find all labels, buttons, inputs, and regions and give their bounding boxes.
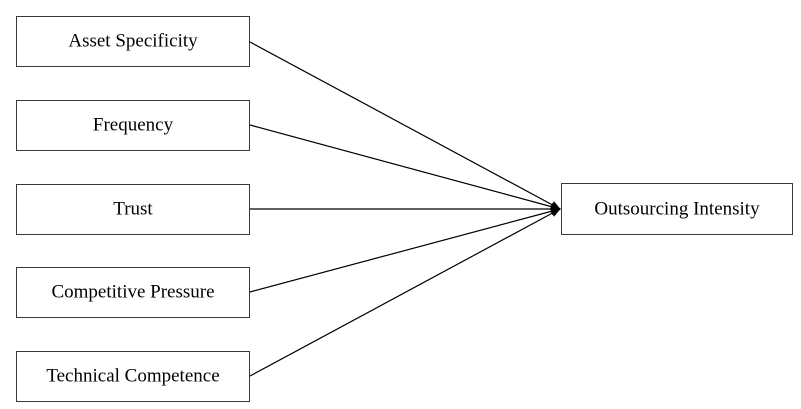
outcome-box-outsourcing-intensity: Outsourcing Intensity bbox=[561, 183, 793, 235]
predictor-label: Frequency bbox=[93, 114, 174, 135]
arrow-asset-specificity bbox=[249, 41, 561, 210]
arrow-technical-competence bbox=[249, 208, 561, 377]
predictor-box-asset-specificity: Asset Specificity bbox=[16, 16, 250, 67]
predictor-label: Competitive Pressure bbox=[51, 281, 214, 302]
predictor-box-technical-competence: Technical Competence bbox=[16, 351, 250, 402]
predictor-box-competitive-pressure: Competitive Pressure bbox=[16, 267, 250, 318]
predictor-box-trust: Trust bbox=[16, 184, 250, 235]
predictor-label: Asset Specificity bbox=[68, 30, 198, 51]
arrow-competitive-pressure bbox=[249, 207, 561, 293]
predictor-box-frequency: Frequency bbox=[16, 100, 250, 151]
arrows bbox=[249, 41, 561, 377]
outcome-label: Outsourcing Intensity bbox=[594, 198, 760, 219]
arrow-frequency bbox=[249, 124, 561, 211]
predictor-label: Technical Competence bbox=[46, 365, 219, 386]
predictor-label: Trust bbox=[113, 198, 153, 219]
